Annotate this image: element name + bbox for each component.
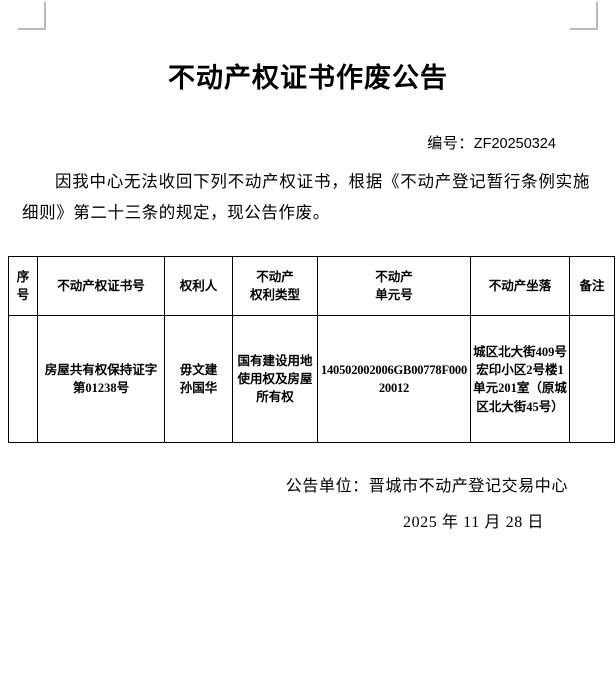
issuer-line: 公告单位：晋城市不动产登记交易中心	[4, 469, 568, 504]
cell-certificate-no: 房屋共有权保持证字第01238号	[37, 315, 165, 444]
document-footer: 公告单位：晋城市不动产登记交易中心 2025 年 11 月 28 日	[4, 469, 612, 539]
cell-owner-name-1: 毋文建	[179, 363, 218, 378]
cell-owner: 毋文建 孙国华	[164, 315, 233, 444]
issue-date: 2025 年 11 月 28 日	[402, 513, 544, 531]
cell-location: 城区北大街409号宏印小区2号楼1单元201室（原城区北大街45号）	[470, 315, 570, 444]
document-number: 编号：ZF20250324	[4, 132, 612, 153]
column-header-owner: 权利人	[164, 256, 233, 317]
announcement-table-container: 序号 不动产权证书号 权利人 不动产 权利类型 不动产 单元号 不动产坐落 备注	[8, 256, 615, 444]
column-header-unit-no-line2: 单元号	[375, 288, 413, 303]
body-paragraph: 因我中心无法收回下列不动产权证书，根据《不动产登记暂行条例实施细则》第二十三条的…	[22, 172, 590, 222]
column-header-location: 不动产坐落	[470, 256, 570, 317]
cell-unit-no: 140502002006GB00778F00020012	[317, 315, 471, 444]
issue-date-line: 2025 年 11 月 28 日	[4, 505, 568, 540]
page-title: 不动产权证书作废公告	[168, 63, 448, 93]
column-header-right-type-line1: 不动产	[256, 270, 294, 285]
column-header-right-type: 不动产 权利类型	[232, 256, 318, 317]
document-number-value: ZF20250324	[473, 136, 556, 153]
table-header-row: 序号 不动产权证书号 权利人 不动产 权利类型 不动产 单元号 不动产坐落 备注	[8, 256, 615, 317]
column-header-unit-no: 不动产 单元号	[317, 256, 471, 317]
column-header-unit-no-line1: 不动产	[375, 270, 413, 285]
cell-right-type: 国有建设用地使用权及房屋所有权	[232, 315, 318, 444]
column-header-right-type-line2: 权利类型	[249, 288, 300, 303]
column-header-certificate-no: 不动产权证书号	[37, 256, 165, 317]
issuer-name: 晋城市不动产登记交易中心	[368, 478, 568, 496]
cell-owner-name-2: 孙国华	[179, 381, 218, 396]
column-header-seq: 序号	[8, 256, 38, 317]
document-number-label: 编号：	[427, 136, 474, 153]
announcement-table: 序号 不动产权证书号 权利人 不动产 权利类型 不动产 单元号 不动产坐落 备注	[8, 256, 615, 444]
table-row: 房屋共有权保持证字第01238号 毋文建 孙国华 国有建设用地使用权及房屋所有权…	[8, 315, 615, 444]
column-header-remark: 备注	[569, 256, 615, 317]
cell-seq	[8, 315, 38, 444]
cell-remark	[569, 315, 615, 444]
issuer-label: 公告单位：	[285, 478, 369, 496]
